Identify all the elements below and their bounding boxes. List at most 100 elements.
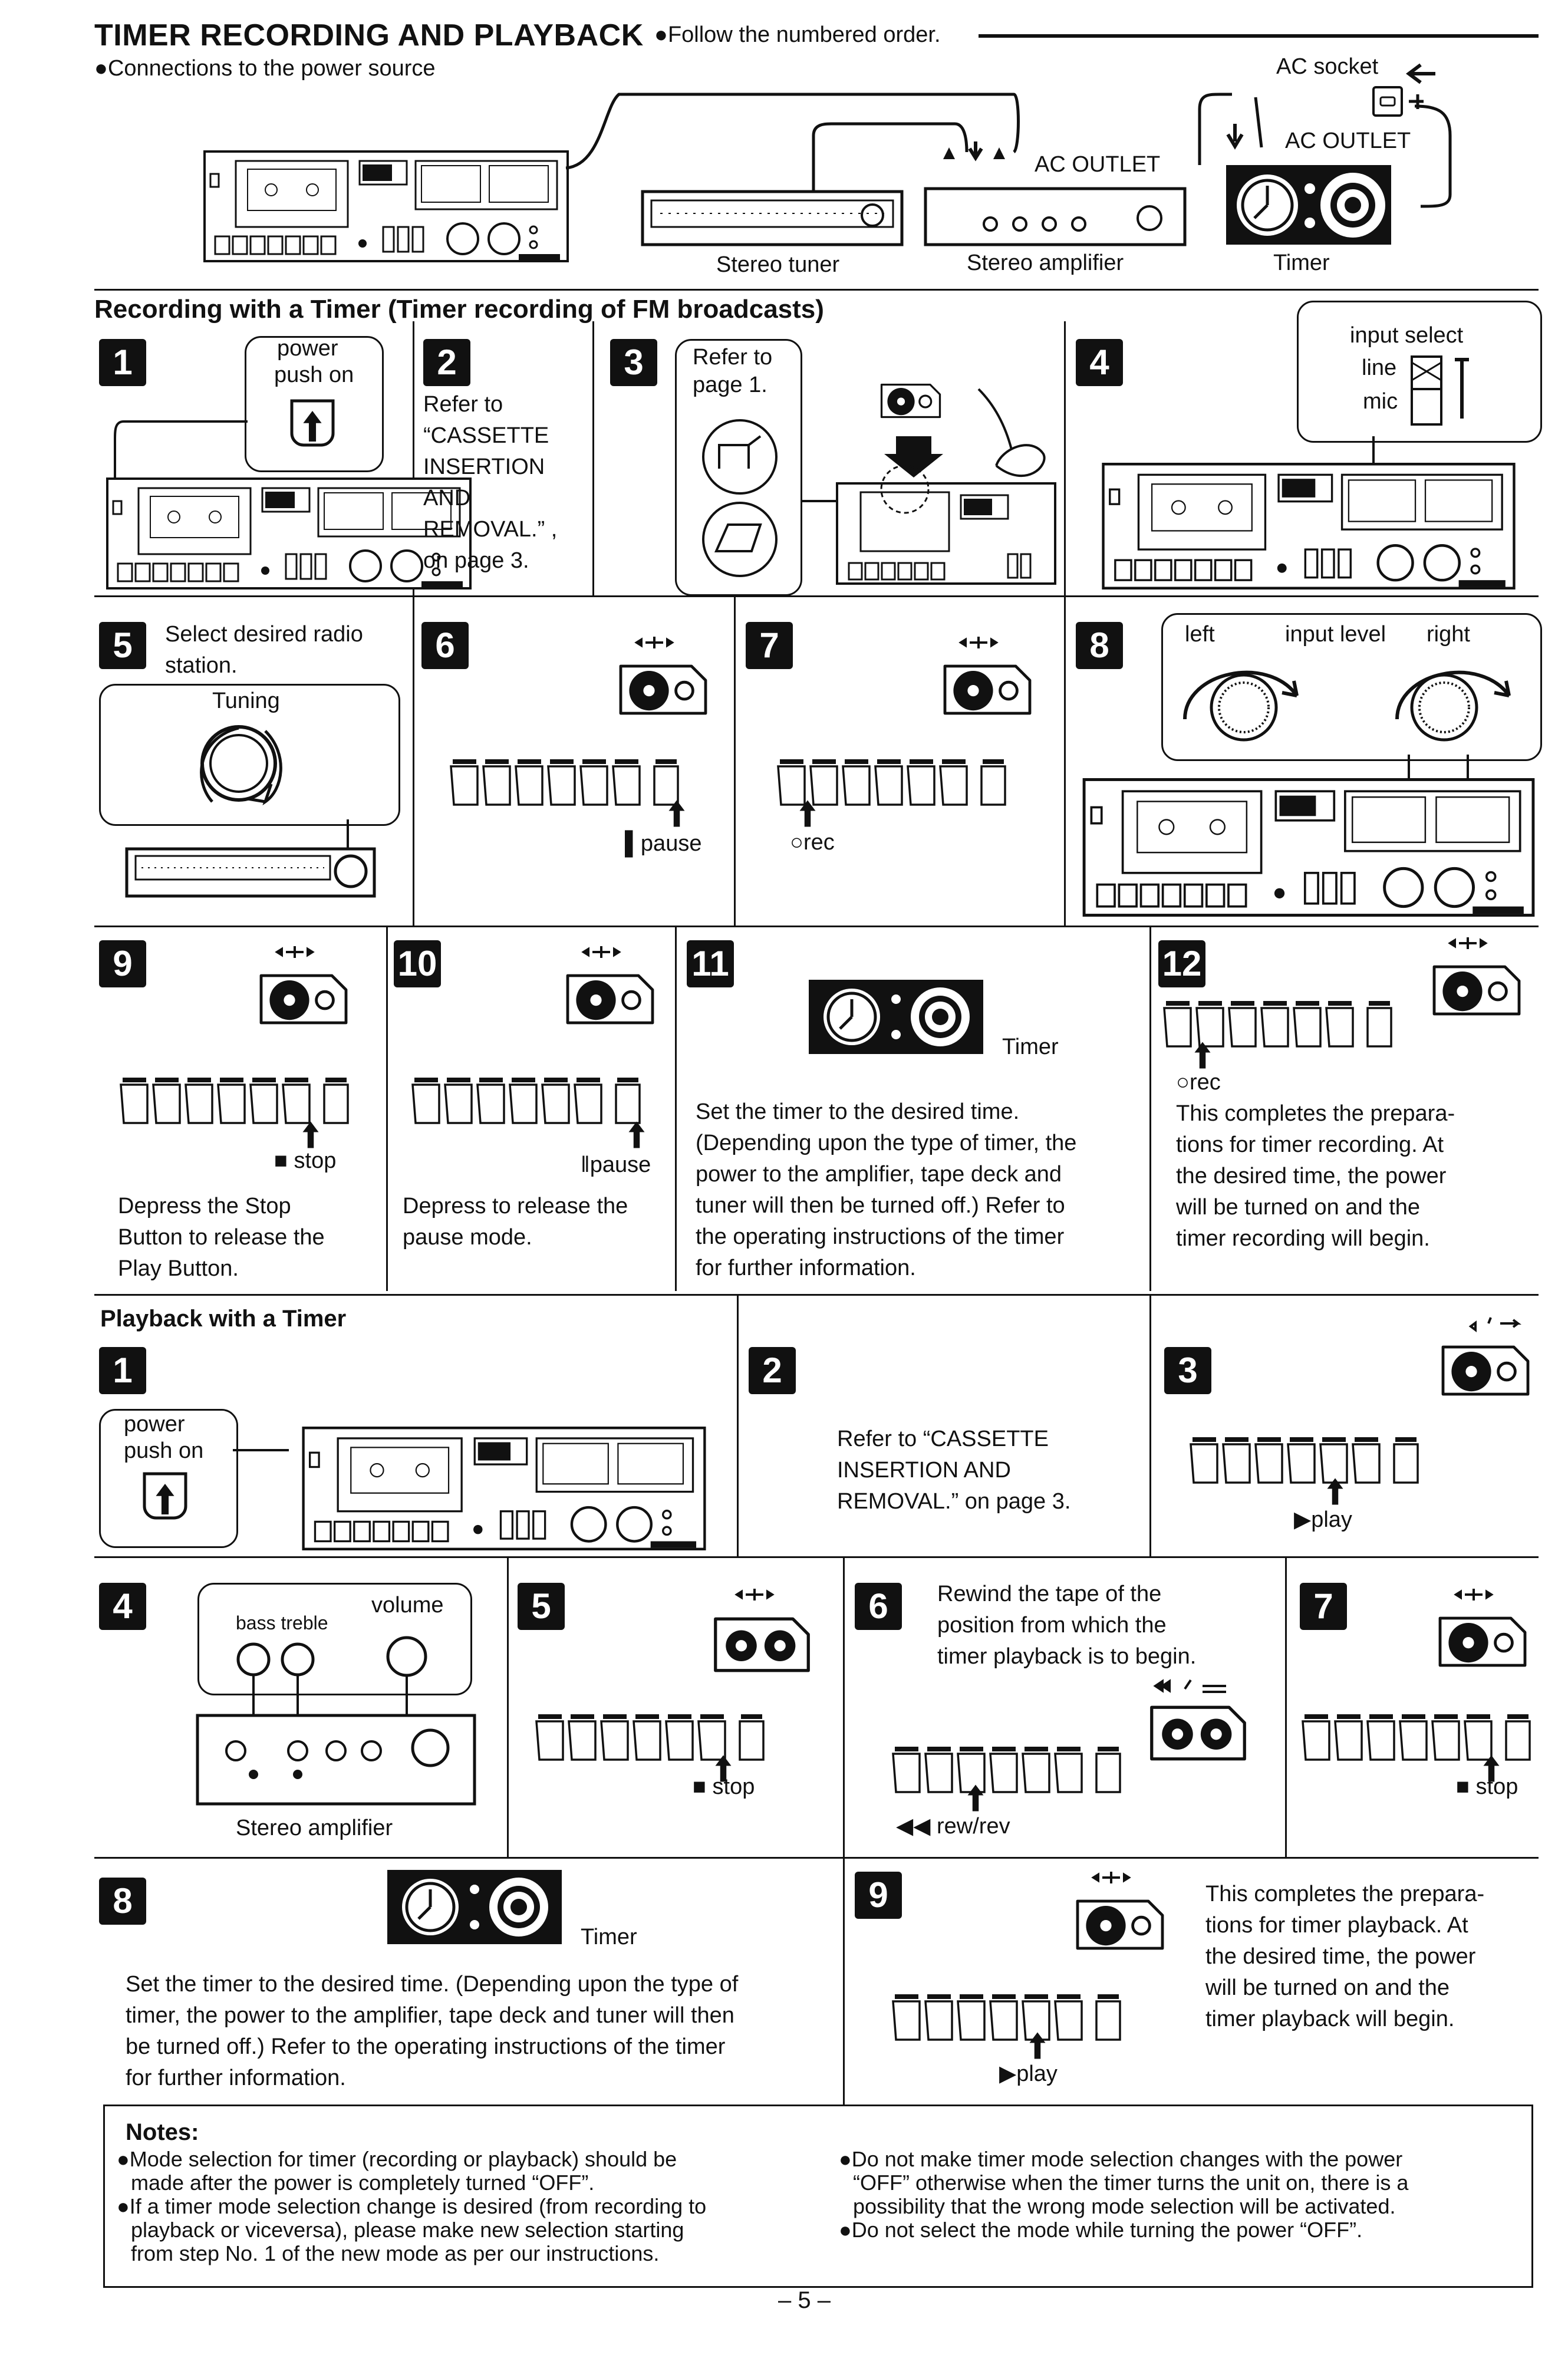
play-step-7-keys-icon bbox=[1300, 1710, 1547, 1763]
rec-step-7-number: 7 bbox=[746, 622, 793, 669]
rec-step-3-detail-illustration bbox=[702, 419, 778, 577]
rec-step-5-callout bbox=[99, 684, 400, 826]
rec-step-10-arrow-icon bbox=[628, 1120, 645, 1150]
play-step-8-text: Set the timer to the desired time. (Depe… bbox=[126, 1972, 739, 2090]
rec-step-3-callout-page: page 1. bbox=[693, 373, 767, 397]
header-rule bbox=[979, 34, 1539, 38]
divider bbox=[94, 289, 1539, 291]
note-3: ●Do not make timer mode selection change… bbox=[839, 2147, 1409, 2218]
recording-heading: Recording with a Timer (Timer recording … bbox=[94, 295, 824, 324]
rec-step-4-selector-switch-icon bbox=[1411, 355, 1469, 426]
ac-outlet-timer-label: AC OUTLET bbox=[1285, 129, 1411, 153]
play-step-4-bass-treble: bass treble bbox=[236, 1612, 328, 1634]
play-step-5-keys-icon bbox=[531, 1710, 784, 1763]
rec-step-1-power-button-icon bbox=[290, 399, 335, 447]
play-step-1-callout-push-on: push on bbox=[124, 1438, 204, 1463]
rec-step-4-number: 4 bbox=[1076, 339, 1123, 386]
rec-step-11-number: 11 bbox=[687, 940, 734, 987]
rec-step-12-rec: ○rec bbox=[1176, 1070, 1221, 1095]
divider bbox=[94, 1294, 1539, 1296]
rec-step-8-callout bbox=[1161, 613, 1542, 761]
rec-step-1-callout bbox=[245, 336, 384, 472]
rec-step-1-leader bbox=[114, 420, 248, 492]
play-step-5-number: 5 bbox=[518, 1583, 565, 1630]
play-step-4-stereo-amplifier: Stereo amplifier bbox=[236, 1816, 393, 1840]
play-step-3-cassette-icon bbox=[1435, 1317, 1536, 1432]
play-step-6-number: 6 bbox=[855, 1583, 902, 1630]
rec-step-8-number: 8 bbox=[1076, 622, 1123, 669]
rec-step-9-arrow-icon bbox=[302, 1120, 319, 1150]
rec-step-5-tuner-illustration bbox=[125, 819, 376, 898]
connections-label: ●Connections to the power source bbox=[94, 56, 436, 81]
rec-step-4-mic: mic bbox=[1363, 389, 1398, 414]
rec-step-9-stop: ■ stop bbox=[274, 1148, 337, 1173]
rec-step-8-deck-illustration bbox=[1076, 778, 1541, 917]
ac-outlet-amp-label: AC OUTLET bbox=[1035, 152, 1161, 177]
rec-step-4-callout bbox=[1297, 301, 1542, 443]
play-step-9-play: ▶play bbox=[999, 2061, 1058, 2086]
stereo-amplifier-label: Stereo amplifier bbox=[967, 251, 1124, 275]
play-step-6-arrow-icon bbox=[967, 1783, 984, 1813]
play-step-7-number: 7 bbox=[1300, 1583, 1347, 1630]
rec-step-10-keys-icon bbox=[407, 1073, 660, 1126]
ac-socket-label: AC socket bbox=[1276, 54, 1379, 79]
play-step-4-callout bbox=[197, 1583, 472, 1695]
rec-step-4-input-select: input select bbox=[1350, 323, 1464, 348]
play-step-4-amp-illustration bbox=[196, 1636, 476, 1806]
play-step-9-text: This completes the prepara-tions for tim… bbox=[1205, 1882, 1485, 2031]
divider bbox=[94, 595, 1539, 597]
rec-step-6-arrow-icon bbox=[668, 799, 686, 828]
note-4: ●Do not select the mode while turning th… bbox=[839, 2218, 1363, 2242]
play-step-8-number: 8 bbox=[99, 1878, 146, 1925]
rec-step-8-level-knobs-icon bbox=[1183, 670, 1511, 752]
play-step-1-power-button-icon bbox=[143, 1472, 187, 1520]
rec-step-3-callout bbox=[675, 339, 802, 596]
rec-step-7-arrow-icon bbox=[799, 799, 816, 828]
play-step-9-number: 9 bbox=[855, 1872, 902, 1919]
rec-step-12-arrow-icon bbox=[1194, 1040, 1211, 1070]
playback-heading: Playback with a Timer bbox=[100, 1306, 347, 1332]
rec-step-11-text: Set the timer to the desired time.(Depen… bbox=[696, 1099, 1077, 1280]
rec-step-12-number: 12 bbox=[1158, 940, 1205, 987]
follow-note: ●Follow the numbered order. bbox=[654, 22, 941, 47]
play-step-8-timer-icon bbox=[386, 1869, 563, 1945]
rec-step-11-timer-label: Timer bbox=[1002, 1035, 1059, 1059]
play-step-2-number: 2 bbox=[749, 1347, 796, 1394]
rec-step-7-cassette-icon bbox=[937, 637, 1037, 752]
rec-step-9-number: 9 bbox=[99, 940, 146, 987]
play-step-6-cassette-icon bbox=[1144, 1679, 1256, 1780]
rec-step-1-callout-push-on: push on bbox=[274, 363, 354, 387]
note-2: ●If a timer mode selection change is des… bbox=[117, 2194, 707, 2265]
note-1: ●Mode selection for timer (recording or … bbox=[117, 2147, 677, 2195]
notes-heading: Notes: bbox=[126, 2119, 199, 2145]
page-title: TIMER RECORDING AND PLAYBACK bbox=[94, 18, 644, 52]
rec-step-3-insertion-illustration bbox=[802, 383, 1056, 585]
play-step-1-callout-power: power bbox=[124, 1412, 185, 1437]
rec-step-6-number: 6 bbox=[421, 622, 469, 669]
rec-step-8-right: right bbox=[1427, 622, 1470, 647]
play-step-1-leader bbox=[233, 1449, 289, 1451]
play-step-8-timer-label: Timer bbox=[581, 1925, 637, 1949]
rec-step-12-cassette-icon bbox=[1427, 937, 1527, 1052]
rec-step-7-rec: ○rec bbox=[790, 830, 835, 855]
play-step-3-play: ▶play bbox=[1294, 1507, 1352, 1532]
rec-step-9-cassette-icon bbox=[253, 946, 354, 1061]
play-step-4-number: 4 bbox=[99, 1583, 146, 1630]
page-number: – 5 – bbox=[778, 2287, 831, 2313]
rec-step-4-deck-illustration bbox=[1076, 463, 1541, 590]
play-step-3-number: 3 bbox=[1164, 1347, 1211, 1394]
rec-step-8-input-level: input level bbox=[1285, 622, 1386, 647]
rec-step-5-tuning: Tuning bbox=[212, 689, 280, 713]
play-step-9-keys-icon bbox=[887, 1990, 1141, 2043]
play-step-1-deck-illustration bbox=[277, 1427, 731, 1550]
rec-step-11-timer-icon bbox=[808, 979, 984, 1055]
rec-step-10-pause: ‖pause bbox=[581, 1152, 651, 1177]
power-wiring-illustration bbox=[565, 63, 1452, 246]
rec-step-6-cassette-icon bbox=[613, 637, 713, 752]
stereo-tuner-label: Stereo tuner bbox=[716, 252, 840, 277]
rec-step-3-number: 3 bbox=[610, 339, 657, 386]
play-step-3-keys-icon bbox=[1185, 1432, 1438, 1486]
